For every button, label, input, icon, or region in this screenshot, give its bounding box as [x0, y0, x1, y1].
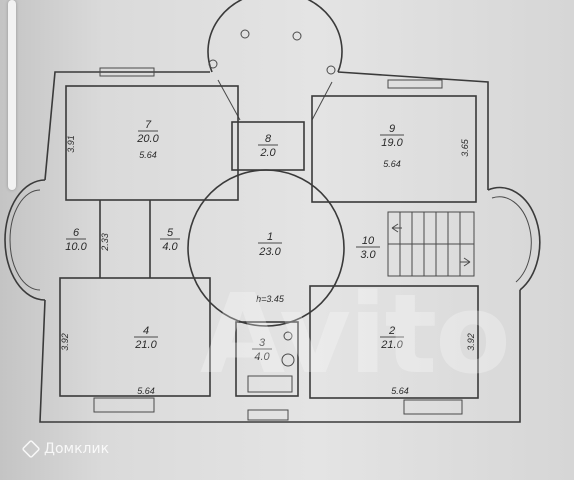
room-7-width: 5.64 — [139, 150, 157, 160]
scroll-indicator — [8, 0, 16, 190]
room-2-width: 5.64 — [391, 386, 409, 396]
room-6-area: 10.0 — [65, 241, 87, 253]
room-4-width: 5.64 — [137, 386, 155, 396]
room-3-area: 4.0 — [254, 351, 270, 363]
staircase — [387, 211, 475, 277]
room-9-height: 3.65 — [460, 138, 470, 157]
room-7-height: 3.91 — [66, 135, 76, 153]
interior-walls — [59, 85, 479, 399]
room-3-number: 3 — [259, 337, 266, 349]
room-1-number: 1 — [267, 231, 273, 243]
room-1-area: 23.0 — [258, 246, 281, 258]
outer-walls — [4, 71, 541, 423]
domclick-brand: Домклик — [44, 441, 110, 457]
room-6-width: 2.33 — [100, 233, 110, 252]
room-labels: 7 20.0 5.64 3.91 8 2.0 9 19.0 5.64 3.65 … — [60, 119, 476, 396]
room-2-area: 21.0 — [380, 339, 403, 351]
room-4-height: 3.92 — [60, 333, 70, 351]
room-8-number: 8 — [265, 133, 272, 145]
top-tower — [207, 0, 343, 121]
room-5-area: 4.0 — [162, 241, 178, 253]
room-9-width: 5.64 — [383, 159, 401, 169]
room-10-number: 10 — [362, 235, 375, 247]
room-9-area: 19.0 — [381, 137, 403, 149]
room-4-area: 21.0 — [134, 339, 157, 351]
room-7-number: 7 — [145, 119, 152, 131]
room-2-height: 3.92 — [466, 333, 476, 351]
room-6-number: 6 — [73, 227, 80, 239]
room-8-area: 2.0 — [259, 147, 276, 159]
domclick-logo-icon — [21, 439, 41, 459]
room-7-area: 20.0 — [136, 133, 159, 145]
room-4-number: 4 — [143, 325, 149, 337]
room-5-number: 5 — [167, 227, 174, 239]
room-9-number: 9 — [389, 123, 395, 135]
avito-watermark: Avito — [200, 270, 511, 398]
domclick-watermark: Домклик — [21, 439, 110, 459]
room-2-number: 2 — [388, 325, 395, 337]
room-10-area: 3.0 — [360, 249, 376, 261]
ceiling-height: h=3.45 — [256, 294, 285, 304]
bathroom-fixtures — [247, 331, 295, 393]
windows — [93, 67, 463, 421]
